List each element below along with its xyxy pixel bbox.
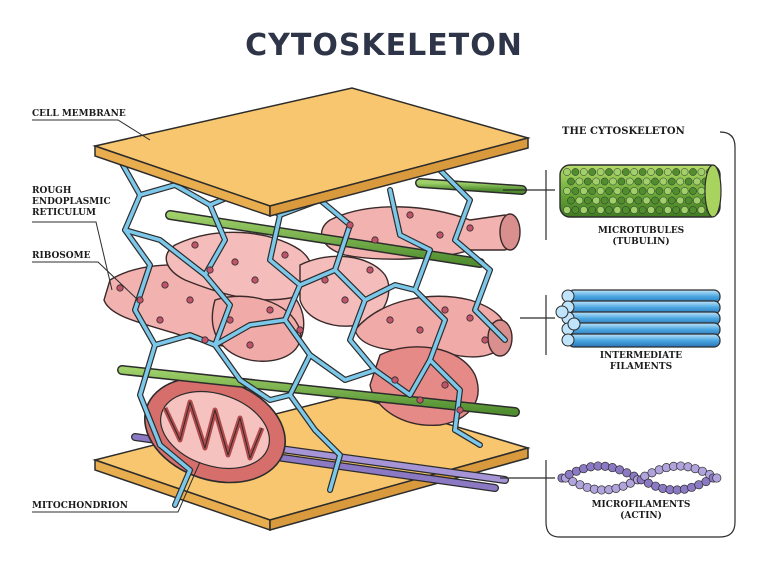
ribosome-dot	[206, 266, 214, 274]
label-rough-er: ROUGH ENDOPLASMIC RETICULUM	[32, 186, 111, 218]
ribosome-dot	[161, 281, 169, 289]
top-membrane	[92, 87, 531, 218]
ribosome-dot	[346, 221, 354, 229]
label-ribosome: RIBOSOME	[32, 251, 91, 261]
mitochondrion	[144, 376, 286, 484]
ribosome-dot	[191, 241, 199, 249]
ribosome-dot	[391, 376, 399, 384]
ribosomes	[116, 211, 489, 414]
ribosome-dot	[436, 231, 444, 239]
microtubule-icon	[559, 164, 722, 218]
intermediate-filament-icon	[555, 289, 721, 348]
ribosome-dot	[371, 236, 379, 244]
ribosome-dot	[456, 406, 464, 414]
legend-heading: THE CYTOSKELETON	[562, 126, 685, 137]
ribosome-dot	[266, 306, 274, 314]
ribosome-dot	[441, 306, 449, 314]
ribosome-dot	[366, 266, 374, 274]
ribosome-dot	[296, 326, 304, 334]
legend-microfilaments-label: MICROFILAMENTS (ACTIN)	[591, 500, 691, 521]
legend-bracket	[500, 131, 736, 538]
rough-endoplasmic-reticulum	[103, 206, 521, 426]
ribosome-dot	[116, 284, 124, 292]
diagram-title: CYTOSKELETON	[245, 28, 523, 63]
ribosome-dot	[386, 316, 394, 324]
ribosome-dot	[416, 396, 424, 404]
ribosome-dot	[481, 336, 489, 344]
ribosome-dot	[246, 341, 254, 349]
ribosome-dot	[226, 316, 234, 324]
ribosome-dot	[341, 296, 349, 304]
intermediate-network	[117, 157, 508, 508]
ribosome-dot	[406, 211, 414, 219]
ribosome-dot	[281, 251, 289, 259]
ribosome-dot	[251, 276, 259, 284]
legend-microtubules-label: MICROTUBULES (TUBULIN)	[597, 226, 685, 247]
ribosome-dot	[186, 296, 194, 304]
ribosome-dot	[466, 314, 474, 322]
ribosome-dot	[321, 276, 329, 284]
ribosome-dot	[466, 224, 474, 232]
ribosome-dot	[201, 336, 209, 344]
ribosome-dot	[441, 381, 449, 389]
ribosome-dot	[416, 326, 424, 334]
callout-lines	[32, 119, 201, 513]
ribosome-dot	[156, 316, 164, 324]
label-mitochondrion: MITOCHONDRION	[32, 501, 129, 511]
legend-intermediate-label: INTERMEDIATE FILAMENTS	[599, 351, 683, 372]
ribosome-dot	[231, 258, 239, 266]
ribosome-dot	[136, 296, 144, 304]
label-cell-membrane: CELL MEMBRANE	[32, 109, 126, 119]
microfilament-icon	[557, 461, 722, 495]
